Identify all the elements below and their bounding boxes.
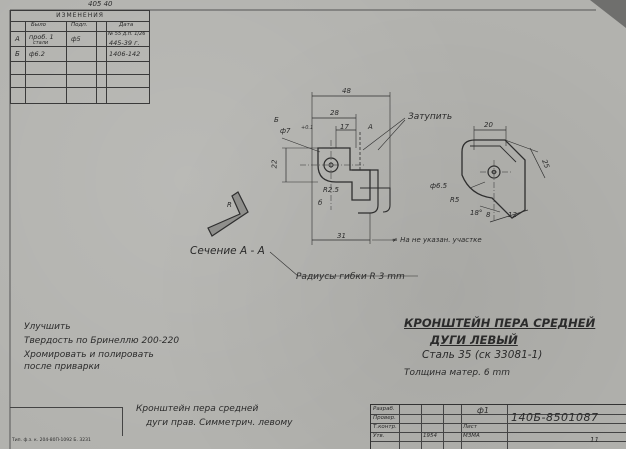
- note-after-weld: после приварки: [24, 362, 100, 372]
- rev-mark-a: А: [15, 35, 20, 43]
- tb-role-4: Утв.: [373, 433, 385, 439]
- dim-b2: б: [318, 199, 323, 207]
- col-was: Было: [31, 22, 46, 28]
- dim-section-a: А: [368, 123, 373, 131]
- rev-a-was: проб. 1: [29, 33, 54, 41]
- sheet-mark: 11: [590, 436, 599, 444]
- part-material: Сталь 35 (ск 33081-1): [422, 349, 543, 361]
- tb-doc-number: 140Б-8501087: [511, 411, 599, 424]
- note-section-radius: R: [227, 201, 232, 209]
- dim-48: 48: [342, 87, 351, 95]
- section-view: [207, 191, 418, 277]
- title-block: Разраб. Провер. Т.контр. Утв. Лист ф1 19…: [370, 404, 626, 449]
- tb-role-3: Т.контр.: [373, 424, 397, 430]
- part-name-line2: ДУГИ ЛЕВЫЙ: [430, 333, 518, 347]
- dim-r25: R2.5: [323, 186, 339, 194]
- dim-hole-7: ф7: [280, 127, 291, 135]
- left-stamp-box: [10, 407, 123, 436]
- front-view: [281, 92, 406, 245]
- note-chrome: Хромировать и полировать: [24, 350, 154, 360]
- side-view: [461, 126, 546, 223]
- part-name-line1: КРОНШТЕЙН ПЕРА СРЕДНЕЙ: [404, 316, 596, 330]
- note-blunt: Затупить: [408, 112, 453, 122]
- tb-format: Лист: [463, 424, 477, 430]
- revision-table: ИЗМЕНЕНИЯ Было Подп. Дата А проб. 1 стал…: [10, 10, 150, 104]
- tb-role-2: Провер.: [373, 415, 396, 421]
- dim-28: 28: [330, 109, 339, 117]
- tb-role-1: Разраб.: [373, 406, 395, 412]
- rev-a-size: ф5: [71, 35, 81, 43]
- rev-b-was: ф6.2: [29, 50, 45, 58]
- dim-r5: R5: [450, 196, 460, 204]
- dim-8: 8: [486, 211, 491, 219]
- rev-a-note: стали: [33, 40, 49, 46]
- dim-31: 31: [337, 232, 346, 240]
- dim-hole-7-tol: +0.1: [301, 125, 314, 131]
- tb-mass: ф1: [477, 406, 489, 415]
- dim-22: 22: [270, 159, 279, 169]
- tb-plant: МЗМА: [463, 433, 480, 439]
- folded-corner: [590, 0, 626, 28]
- dim-17: 17: [340, 123, 349, 131]
- rev-a-doc: № 55 д.п. 1/26: [108, 31, 146, 37]
- revision-table-header: ИЗМЕНЕНИЯ: [11, 11, 149, 22]
- dim-hole-65: ф6.5: [430, 182, 448, 190]
- dim-angle-18: 18°: [470, 209, 483, 217]
- note-bottom-1: Кронштейн пера средней: [136, 404, 259, 414]
- col-date: Дата: [119, 22, 134, 28]
- note-hardness: Твердость по Бринеллю 200-220: [24, 336, 180, 346]
- note-bottom-2: дуги прав. Симметрич. левому: [146, 418, 293, 428]
- note-improve: Улучшить: [24, 322, 71, 332]
- dim-b-mark: Б: [274, 116, 279, 124]
- col-sign: Подп.: [71, 22, 88, 28]
- dim-20: 20: [484, 121, 493, 129]
- rev-mark-b: Б: [15, 50, 20, 58]
- tb-year: 1954: [423, 433, 437, 439]
- note-bend-radii: Радиусы гибки R 3 mm: [296, 272, 405, 282]
- part-thickness: Толщина матер. 6 mm: [404, 368, 510, 378]
- rev-b-date: 1406-142: [109, 50, 141, 58]
- note-section-a-a: Сечение А - А: [190, 245, 265, 257]
- note-not-specified: ≠ На не указан. участке: [392, 236, 482, 244]
- print-stamp: Тип. ф.з. к. 204-80П-1092 Б. 3231: [12, 438, 91, 443]
- dim-12: 12: [508, 211, 517, 219]
- corner-note: 405 40: [88, 0, 113, 8]
- rev-a-date: 445-39 г.: [109, 39, 140, 47]
